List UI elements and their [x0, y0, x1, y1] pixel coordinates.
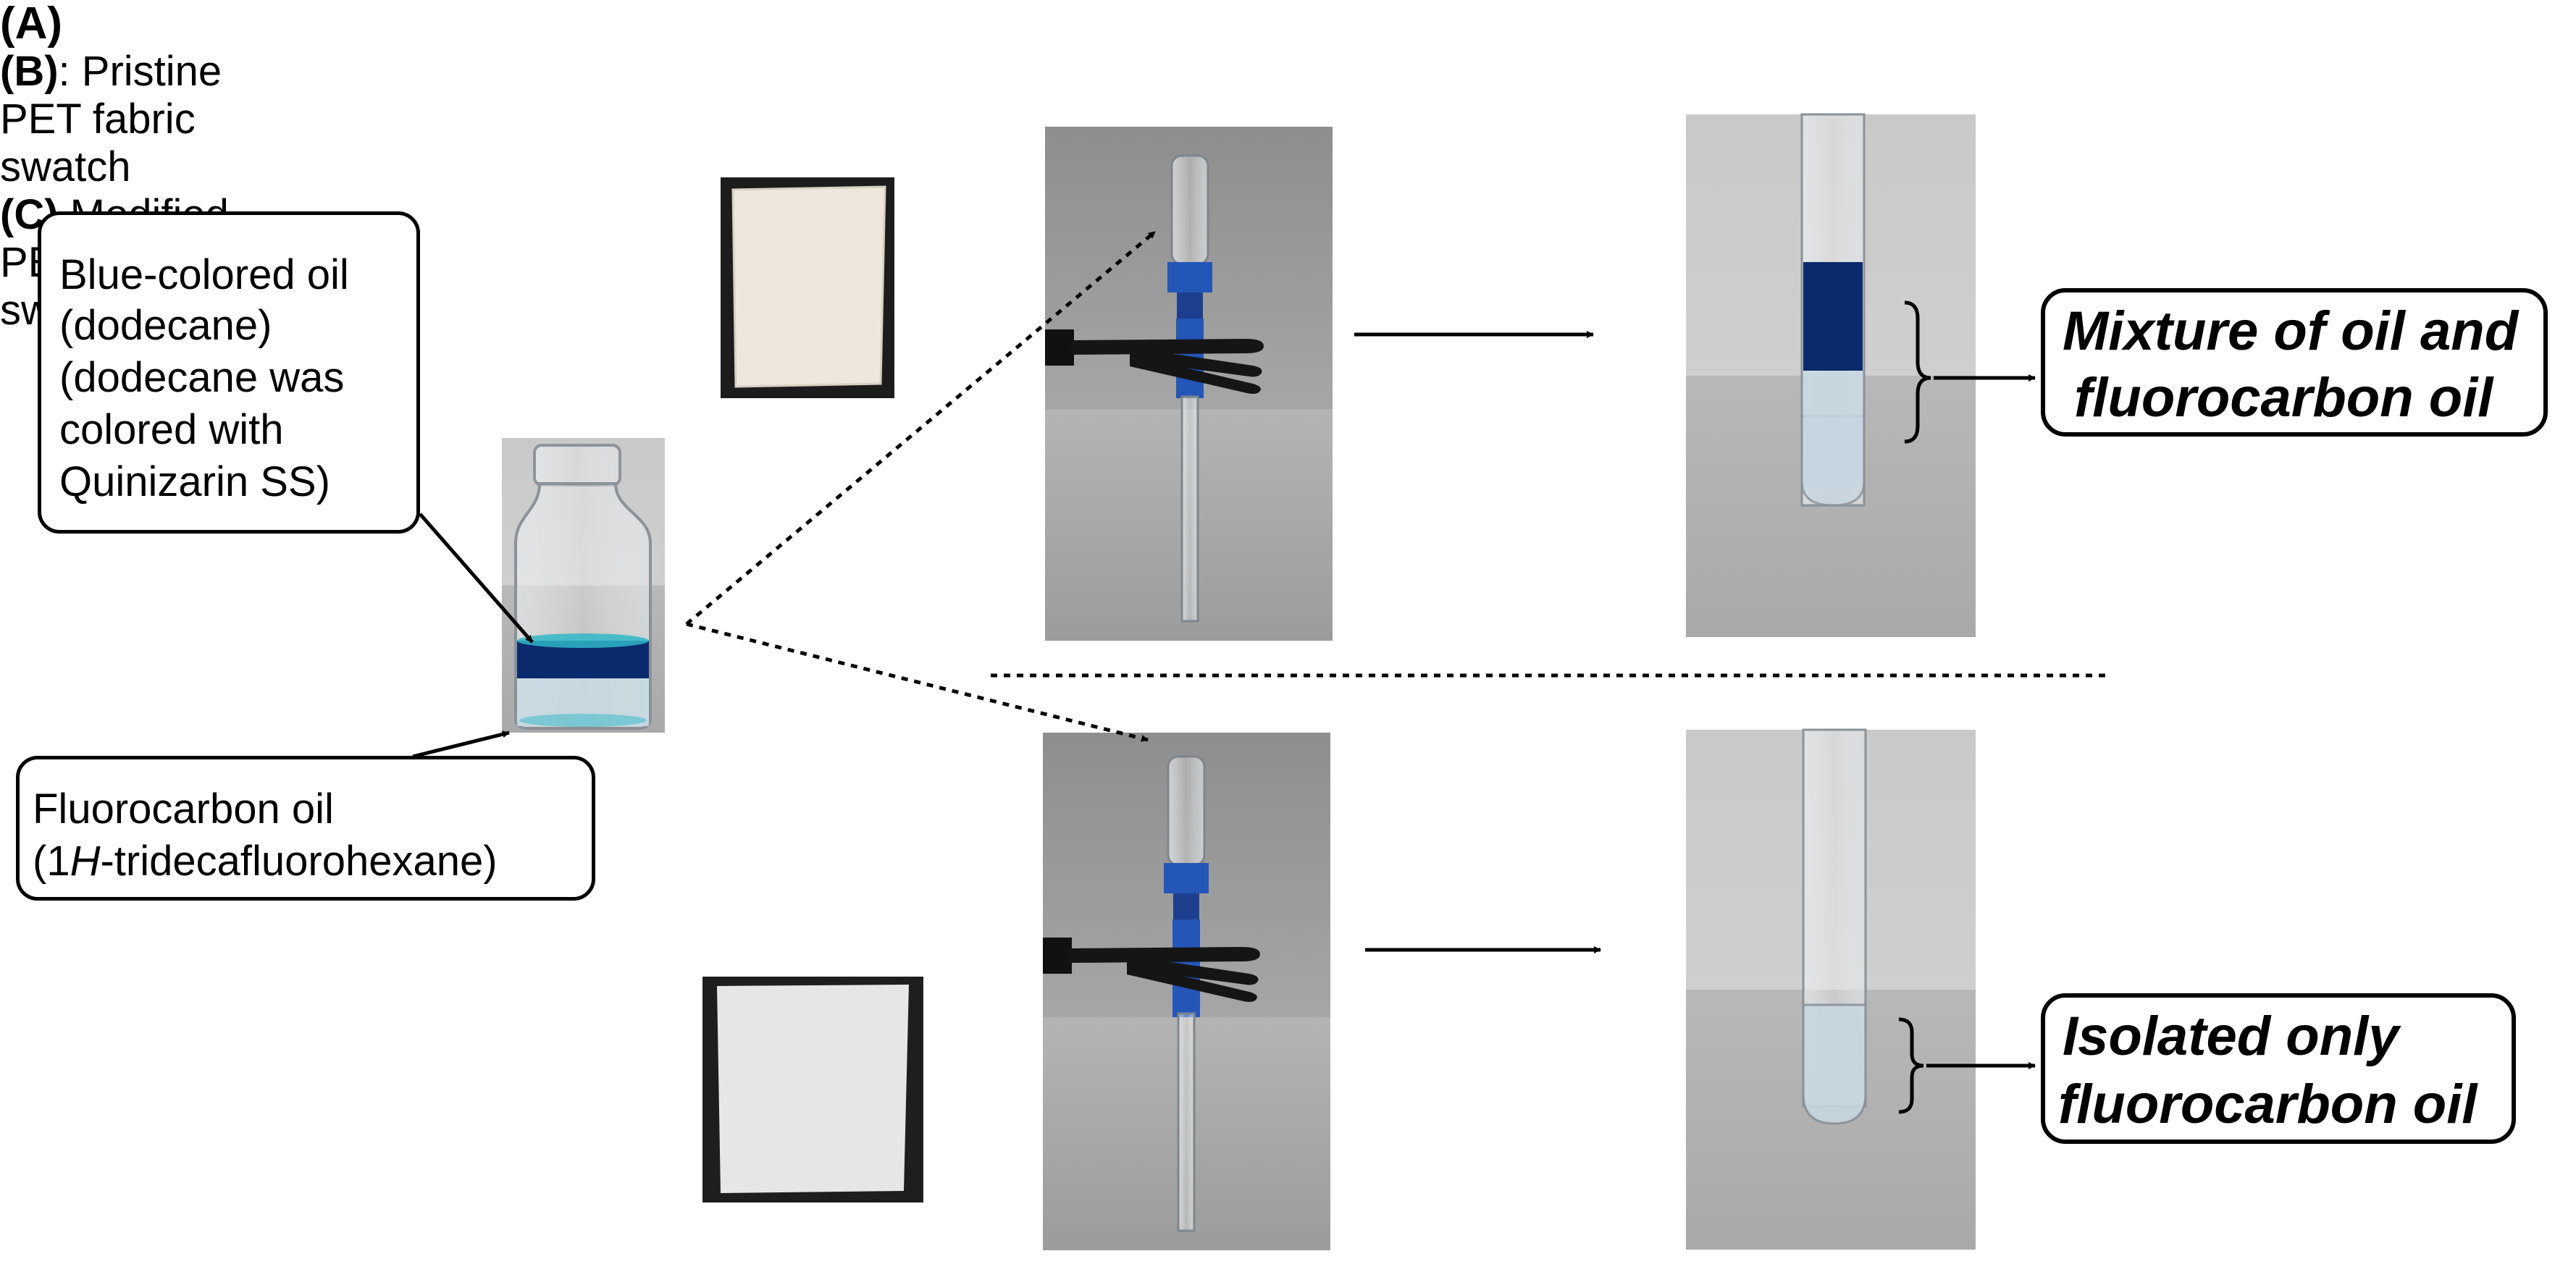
filtration-setup-photo-bottom — [1043, 733, 1330, 1250]
result-isolated-box: Isolated only fluorocarbon oil — [2041, 993, 2516, 1144]
result-isolated-line-1: Isolated only — [2063, 1006, 2399, 1067]
dotted-arrow-to-pristine — [685, 230, 1157, 626]
callout-blue-oil-line-3: (dodecane was — [59, 354, 345, 401]
callout-blue-oil-line-2: (dodecane) — [59, 302, 272, 349]
result-top-blue-oil-layer — [1803, 262, 1863, 371]
panel-b-label-line-3: swatch — [0, 143, 131, 190]
callout-fluorocarbon-line-1: Fluorocarbon oil — [33, 785, 334, 833]
result-top-fluorocarbon-layer — [1803, 371, 1863, 487]
callout-fluorocarbon: Fluorocarbon oil (1H-tridecafluorohexane… — [16, 756, 595, 901]
panel-b-label-line-2: PET fabric — [0, 96, 196, 143]
callout-blue-oil-line-5: Quinizarin SS) — [59, 458, 330, 505]
callout-fluorocarbon-line-2: (1H-tridecafluorohexane) — [33, 838, 498, 885]
pointer-blue-oil — [419, 513, 534, 644]
callout-blue-oil-line-4: colored with — [59, 406, 284, 453]
panel-b-tag: (B) — [0, 48, 59, 95]
panel-b-label-line-1: (B): Pristine — [0, 48, 222, 95]
dotted-arrow-to-modified — [686, 622, 1149, 742]
result-tube-photo-bottom — [1686, 728, 1976, 1250]
callout-blue-oil-line-1: Blue-colored oil — [59, 251, 349, 298]
result-isolated-line-2: fluorocarbon oil — [2058, 1074, 2478, 1135]
filtration-setup-photo-top — [1045, 127, 1333, 641]
result-bottom-fluorocarbon-layer — [1802, 1003, 1867, 1125]
brace-top — [1904, 300, 1931, 444]
result-mixture-box: Mixture of oil and fluorocarbon oil — [2041, 288, 2548, 437]
panel-a-tag: (A) — [0, 0, 63, 49]
callout-blue-oil: Blue-colored oil (dodecane) (dodecane wa… — [38, 211, 420, 534]
modified-swatch-photo — [702, 977, 923, 1202]
result-tube-photo-top — [1686, 113, 1976, 637]
vial-photo — [502, 438, 665, 733]
result-mixture-line-2: fluorocarbon oil — [2074, 367, 2493, 429]
brace-bottom — [1898, 1017, 1924, 1114]
pristine-swatch-photo — [721, 177, 894, 398]
pointer-fluorocarbon — [412, 730, 510, 759]
result-mixture-line-1: Mixture of oil and — [2063, 300, 2519, 362]
